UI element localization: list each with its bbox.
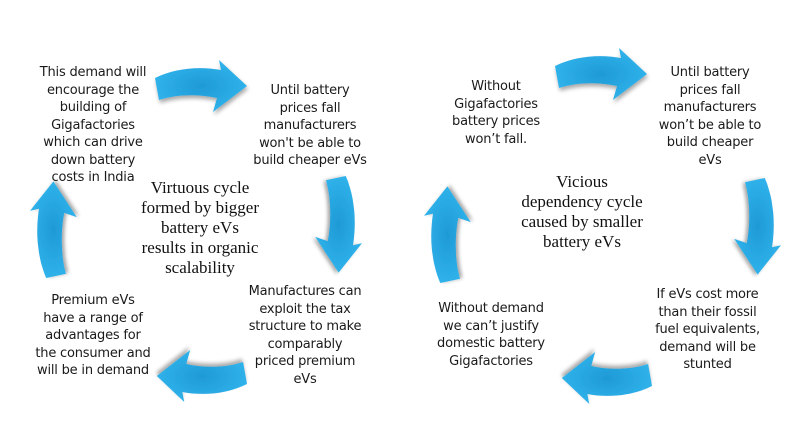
- vicious-node-top-right: Until battery prices fall manufacturers …: [658, 65, 762, 168]
- virtuous-node-bottom-left: Premium eVs have a range of advantages f…: [35, 293, 151, 378]
- vicious-cycle-panel: Without Gigafactories battery prices won…: [400, 0, 800, 445]
- virtuous-cycle-panel: This demand will encourage the building …: [35, 65, 367, 387]
- virtuous-node-top-right: Until battery prices fall manufacturers …: [253, 83, 367, 168]
- virtuous-cycle-center-label: Virtuous cycle formed by bigger battery …: [140, 178, 260, 277]
- virtuous-node-bottom-right: Manufactures can exploit the tax structu…: [248, 284, 362, 387]
- vicious-node-bottom-left: Without demand we can’t justify domestic…: [437, 301, 545, 369]
- vicious-node-bottom-right: If eVs cost more than their fossil fuel …: [655, 287, 760, 372]
- vicious-node-top-left: Without Gigafactories battery prices won…: [452, 79, 540, 147]
- vicious-cycle-center-label: Vicious dependency cycle caused by small…: [521, 172, 643, 251]
- virtuous-node-top-left: This demand will encourage the building …: [39, 65, 147, 185]
